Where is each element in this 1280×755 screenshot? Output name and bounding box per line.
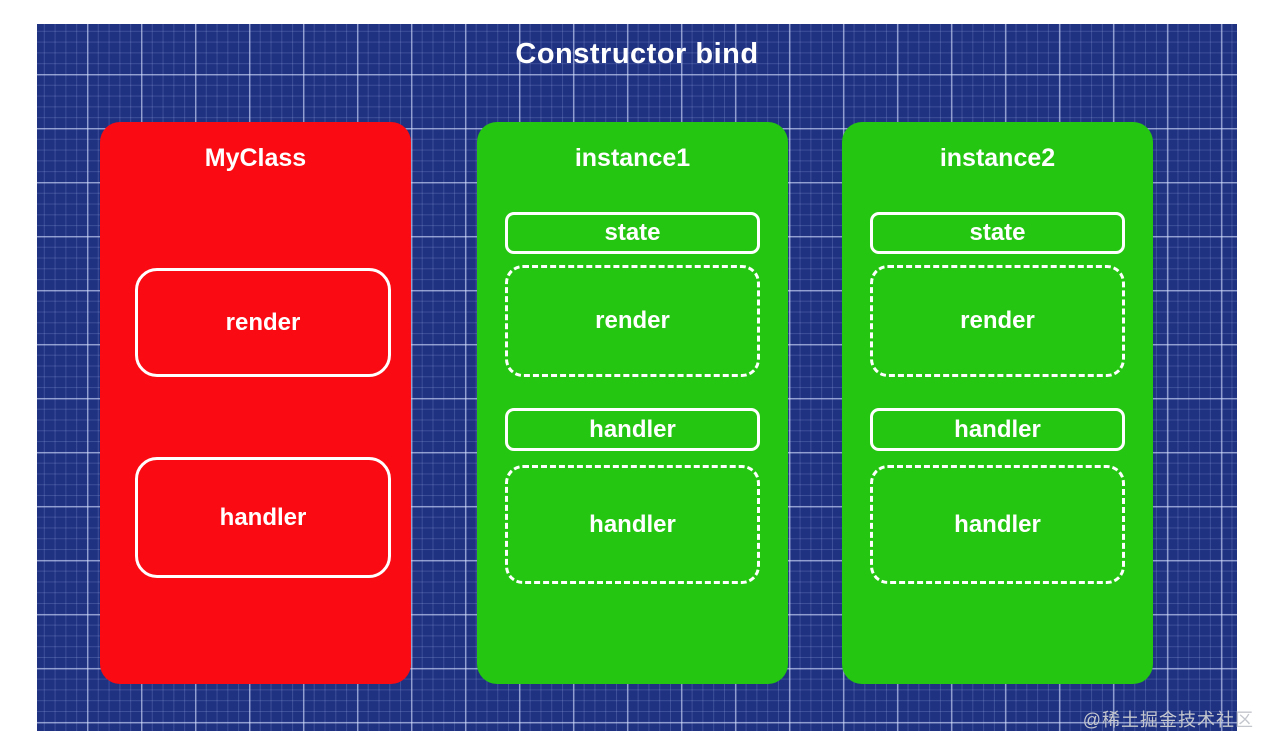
class-box-myclass: MyClass render handler [100,122,411,684]
member-box-handler: handler [135,457,391,578]
instance-box-instance2: instance2 state render handler handler [842,122,1153,684]
instance2-handler-box-dashed: handler [870,465,1125,584]
instance2-handler-box: handler [870,408,1125,451]
instance1-handler-box-dashed: handler [505,465,760,584]
instance1-title: instance1 [574,144,691,172]
class-box-title: MyClass [204,144,307,172]
instance2-handler-dashed-label: handler [954,510,1041,538]
instance2-handler-label: handler [954,415,1041,443]
instance2-title: instance2 [939,144,1056,172]
instance1-state-box: state [505,212,760,254]
instance2-render-label: render [960,307,1035,334]
instance2-state-label: state [969,219,1026,246]
blueprint-grid-background: Constructor bind MyClass render handler … [37,24,1237,731]
instance1-handler-box: handler [505,408,760,451]
instance1-handler-dashed-label: handler [589,510,676,538]
diagram-title: Constructor bind [515,38,759,70]
instance1-state-label: state [604,219,661,246]
member-box-render: render [135,268,391,377]
instance1-render-label: render [595,307,670,334]
member-label-handler: handler [219,503,307,531]
instance1-render-box-dashed: render [505,265,760,377]
instance2-render-box-dashed: render [870,265,1125,377]
instance-box-instance1: instance1 state render handler handler [477,122,788,684]
watermark-text: @稀土掘金技术社区 [1082,710,1254,730]
member-label-render: render [225,308,301,336]
instance1-handler-label: handler [589,415,676,443]
instance2-state-box: state [870,212,1125,254]
